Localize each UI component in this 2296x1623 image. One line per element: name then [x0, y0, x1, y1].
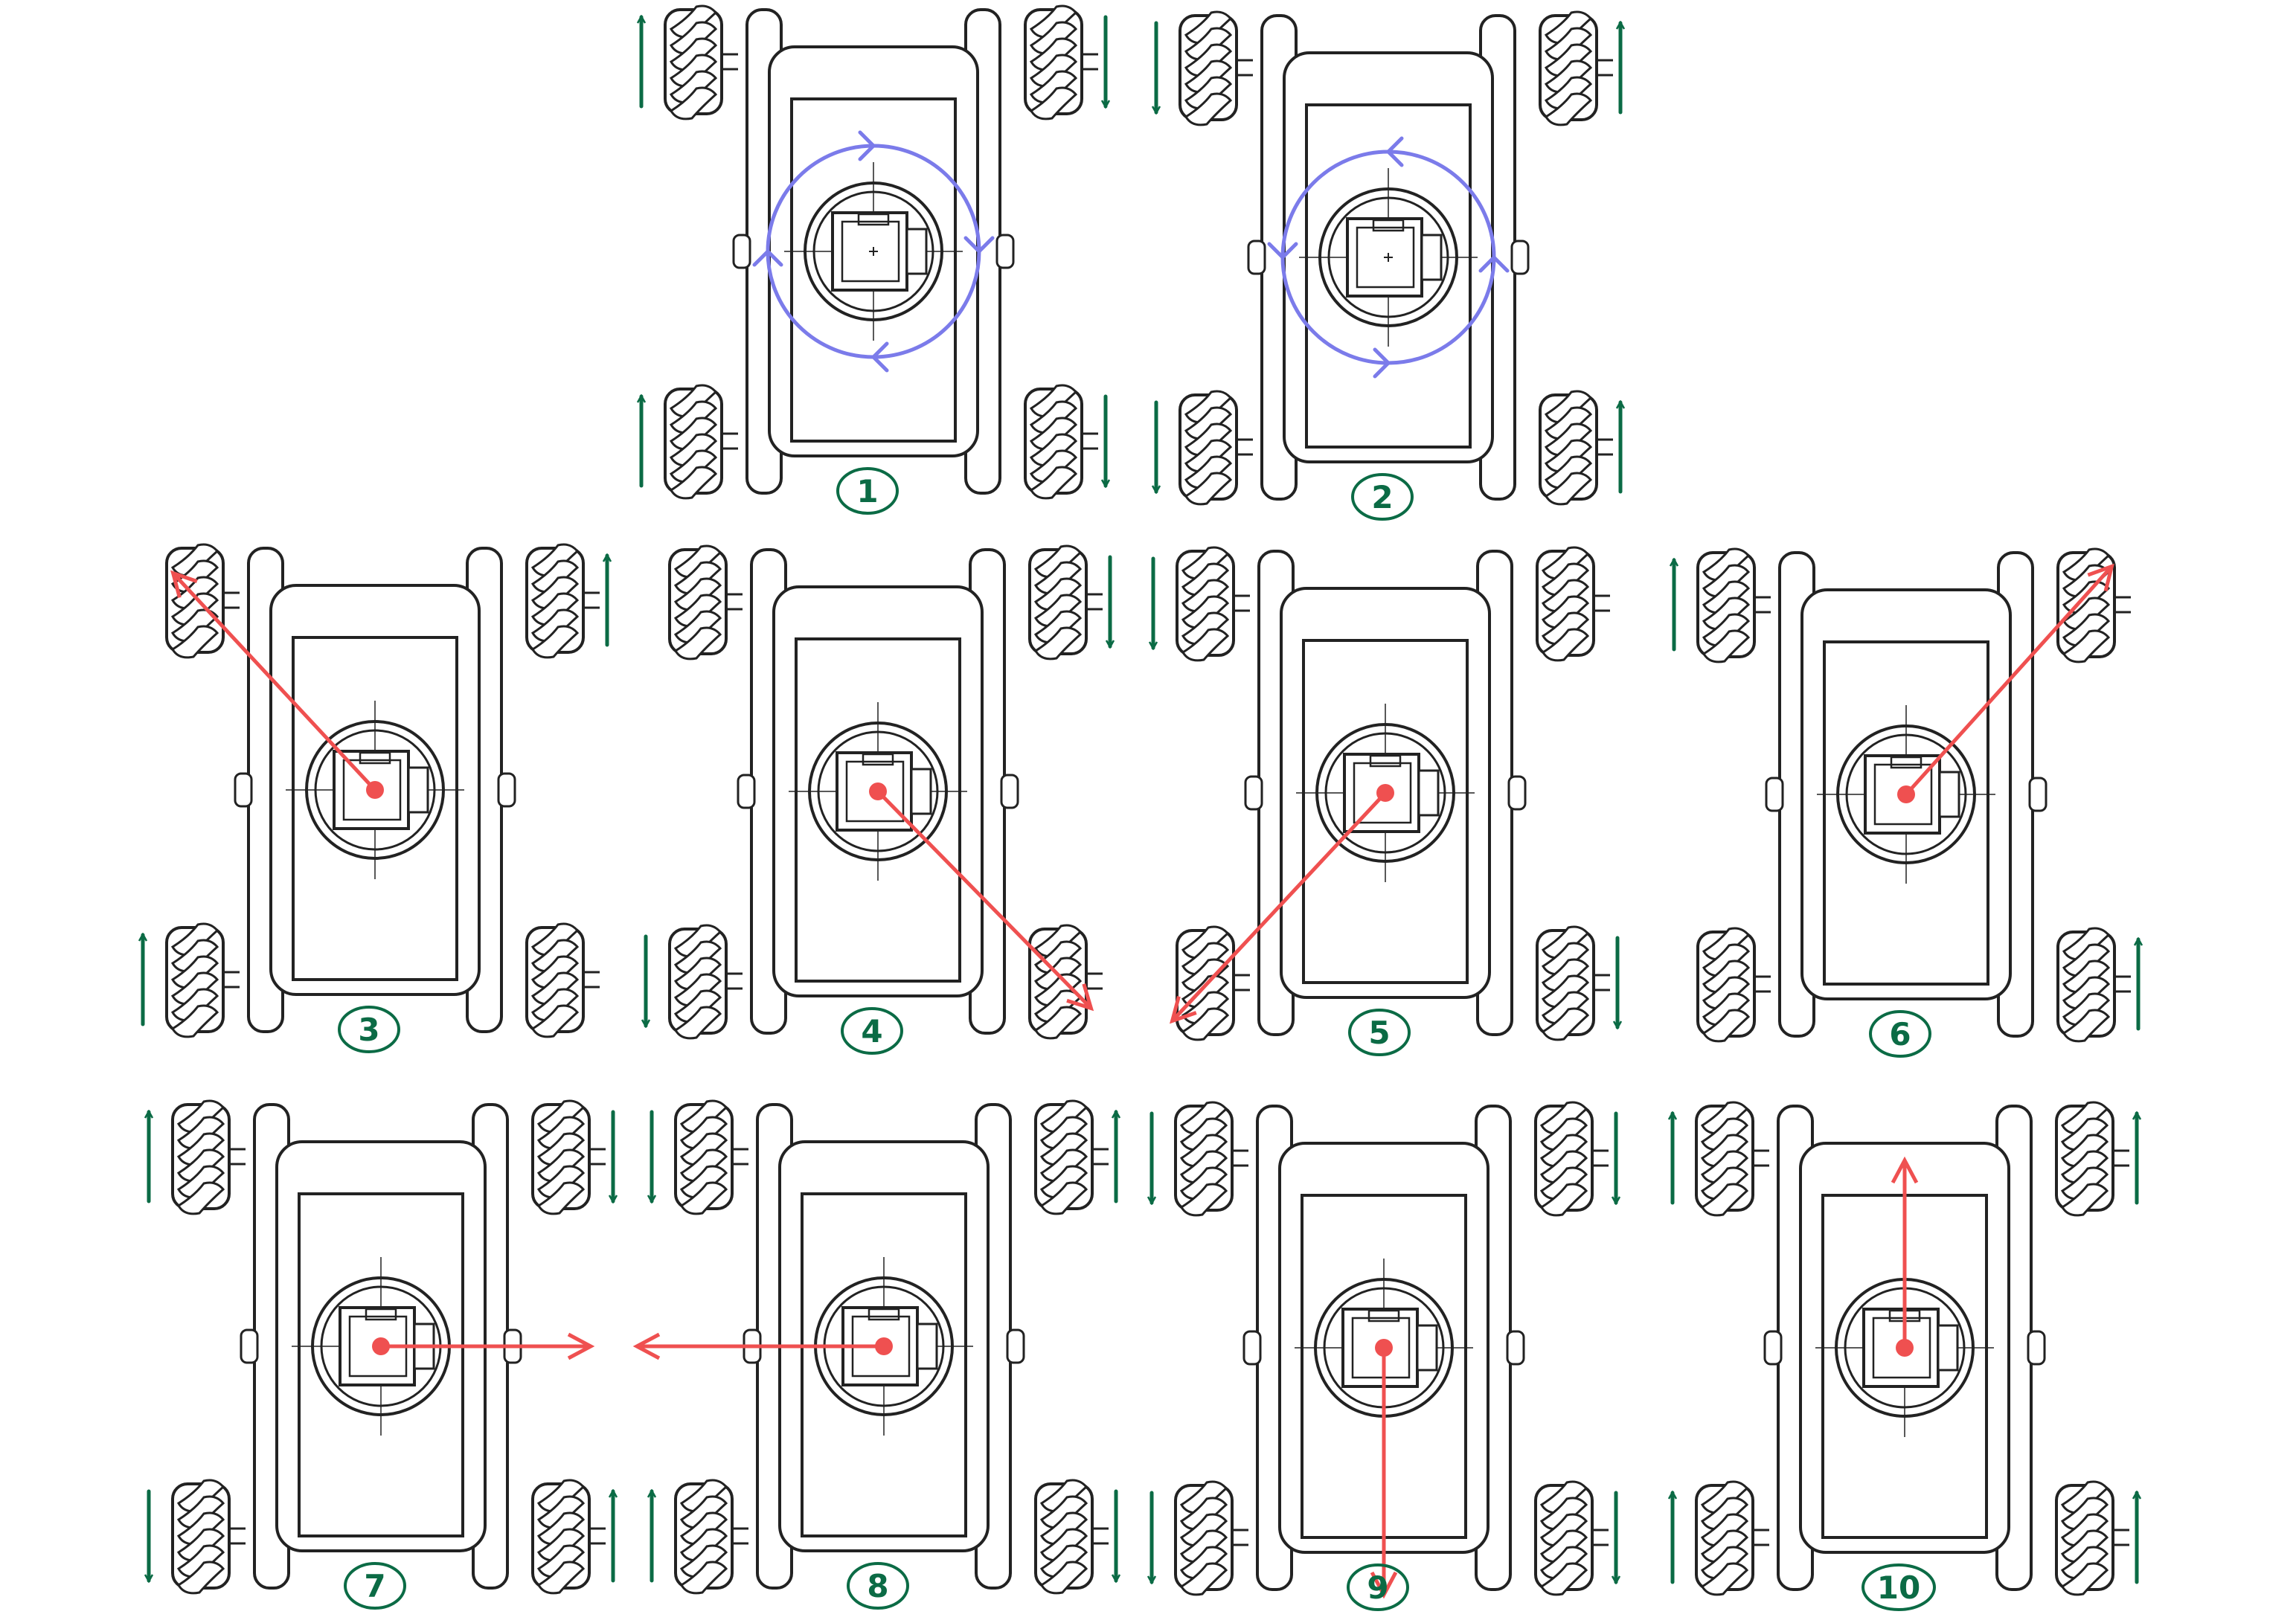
rear-left-wheel	[167, 924, 240, 1037]
motion-origin-dot	[372, 1337, 390, 1355]
rear-left-wheel	[1698, 928, 1771, 1041]
robot-diagram-2: 2	[1156, 12, 1620, 519]
rear-left-wheel	[173, 1480, 246, 1593]
robot-diagram-6: 6	[1674, 549, 2138, 1056]
front-left-wheel	[676, 1101, 748, 1214]
front-right-wheel	[1537, 547, 1610, 661]
rear-left-wheel	[676, 1480, 748, 1593]
rear-right-wheel	[1537, 927, 1610, 1040]
diagram-number-label: 10	[1877, 1569, 1920, 1606]
robot-diagram-5: 5	[1153, 547, 1617, 1055]
diagram-number-label: 5	[1368, 1015, 1390, 1051]
diagram-number-label: 2	[1371, 479, 1393, 515]
rear-left-wheel	[1176, 1482, 1248, 1595]
rear-right-wheel	[2058, 928, 2131, 1041]
front-left-wheel	[665, 6, 738, 119]
front-left-wheel	[1696, 1102, 1769, 1215]
front-right-wheel	[1030, 546, 1103, 659]
diagram-number-label: 9	[1367, 1569, 1388, 1606]
motion-origin-dot	[366, 781, 384, 799]
front-right-wheel	[2058, 549, 2131, 662]
front-left-wheel	[1180, 12, 1253, 125]
rear-left-wheel	[1696, 1482, 1769, 1595]
diagram-number-label: 6	[1889, 1016, 1911, 1052]
front-left-wheel	[670, 546, 743, 659]
front-left-wheel	[1176, 1102, 1248, 1215]
front-right-wheel	[527, 544, 600, 658]
front-right-wheel	[1036, 1101, 1109, 1214]
front-left-wheel	[167, 544, 240, 658]
rear-right-wheel	[1036, 1480, 1109, 1593]
front-right-wheel	[1025, 6, 1098, 119]
front-left-wheel	[173, 1101, 246, 1214]
diagram-number-label: 7	[364, 1568, 385, 1604]
rear-right-wheel	[1025, 385, 1098, 498]
motion-origin-dot	[1376, 784, 1394, 802]
motion-origin-dot	[1375, 1339, 1393, 1357]
robot-diagram-4: 4	[646, 546, 1110, 1053]
robot-diagram-3: 3	[143, 544, 607, 1052]
robot-chassis	[734, 10, 1013, 493]
robot-diagram-9: 9	[1152, 1102, 1616, 1610]
motion-origin-dot	[1896, 1339, 1914, 1357]
robot-diagram-7: 7	[149, 1101, 613, 1608]
motion-origin-dot	[869, 782, 887, 800]
front-left-wheel	[1698, 549, 1771, 662]
diagram-number-label: 1	[856, 473, 878, 510]
front-right-wheel	[2056, 1102, 2129, 1215]
rear-left-wheel	[1180, 391, 1253, 504]
rear-right-wheel	[2056, 1482, 2129, 1595]
robot-diagram-1: 1	[641, 6, 1106, 513]
front-left-wheel	[1177, 547, 1250, 661]
diagram-number-label: 8	[867, 1568, 888, 1604]
front-right-wheel	[1540, 12, 1613, 125]
motion-origin-dot	[1897, 785, 1915, 803]
front-right-wheel	[533, 1101, 606, 1214]
rear-left-wheel	[1177, 927, 1250, 1040]
diagram-number-label: 4	[861, 1013, 882, 1050]
rear-left-wheel	[670, 925, 743, 1038]
front-right-wheel	[1536, 1102, 1609, 1215]
rear-left-wheel	[665, 385, 738, 498]
robot-chassis	[1248, 16, 1528, 499]
rear-right-wheel	[1540, 391, 1613, 504]
rear-right-wheel	[1536, 1482, 1609, 1595]
robot-diagram-8: 8	[638, 1101, 1116, 1608]
robot-diagram-10: 10	[1673, 1102, 2137, 1610]
rear-right-wheel	[527, 924, 600, 1037]
diagram-number-label: 3	[358, 1012, 379, 1048]
rear-right-wheel	[533, 1480, 606, 1593]
motion-origin-dot	[875, 1337, 893, 1355]
